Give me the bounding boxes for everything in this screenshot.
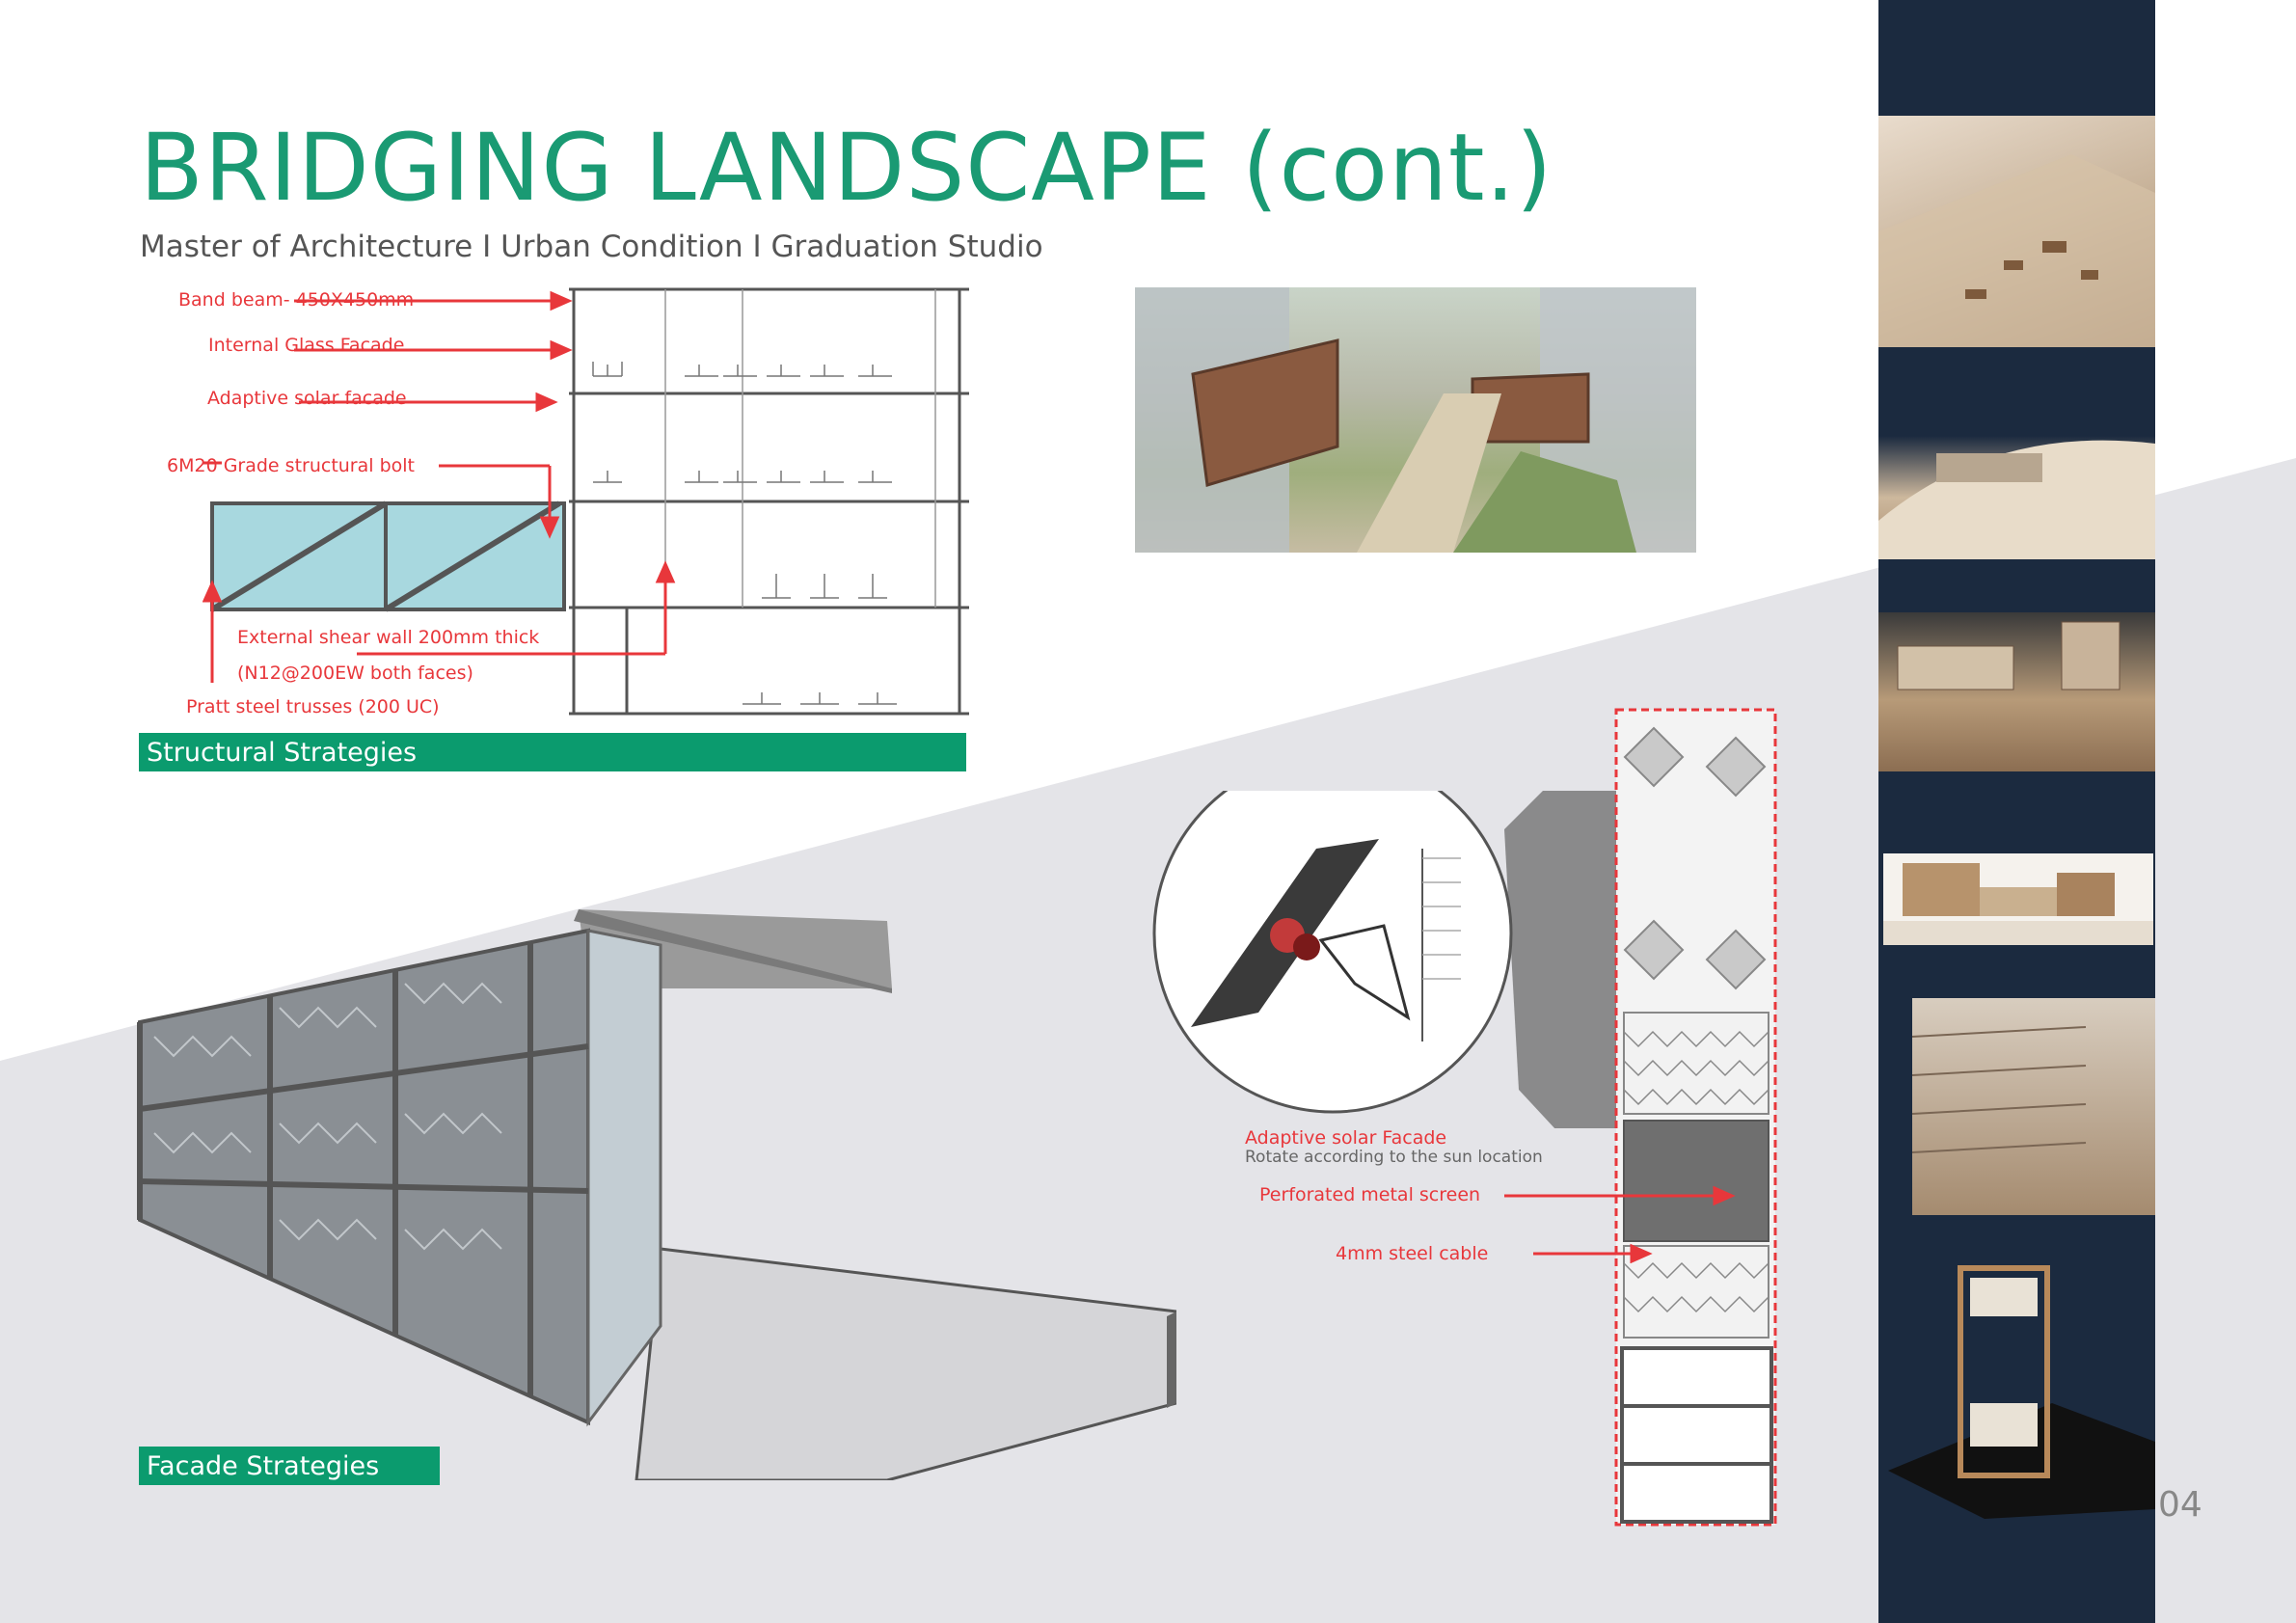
model-photo-2 [1878, 405, 2155, 559]
structural-strategies-bar: Structural Strategies [139, 733, 966, 771]
annotation-structural-bolt: 6M20 Grade structural bolt [167, 455, 415, 476]
model-photo-6 [1878, 1258, 2155, 1519]
facade-annotation-arrows [1504, 1185, 1736, 1263]
page-number: 04 [2158, 1485, 2202, 1525]
model-photo-1 [1878, 116, 2155, 347]
page-title: BRIDGING LANDSCAPE (cont.) [140, 114, 1553, 222]
facade-strategies-bar: Facade Strategies [139, 1447, 440, 1485]
annotation-shear-wall-faces: (N12@200EW both faces) [237, 663, 473, 684]
model-photo-3 [1878, 612, 2155, 771]
annotation-perforated-screen: Perforated metal screen [1259, 1184, 1481, 1205]
model-photo-5 [1912, 998, 2155, 1215]
adaptive-solar-facade-title: Adaptive solar Facade [1245, 1127, 1447, 1149]
adaptive-solar-facade-caption: Rotate according to the sun location [1245, 1148, 1543, 1167]
sidebar-gallery [1878, 0, 2155, 1623]
annotation-adaptive-solar: Adaptive solar facade [207, 388, 407, 409]
annotation-steel-cable: 4mm steel cable [1336, 1243, 1489, 1264]
annotation-internal-glass: Internal Glass Facade [208, 335, 405, 356]
structural-section-drawing [203, 287, 969, 716]
facade-panel-strip [1614, 708, 1777, 1527]
page-subtitle: Master of Architecture I Urban Condition… [140, 230, 1043, 264]
annotation-pratt-trusses: Pratt steel trusses (200 UC) [186, 696, 440, 717]
model-photo-4 [1883, 853, 2153, 945]
facade-perspective-render [137, 909, 1176, 1480]
adaptive-solar-detail [1152, 791, 1640, 1128]
annotation-band-beam: Band beam- 450X450mm [178, 289, 415, 311]
interior-render-image [1135, 287, 1696, 553]
annotation-shear-wall: External shear wall 200mm thick [237, 627, 540, 648]
